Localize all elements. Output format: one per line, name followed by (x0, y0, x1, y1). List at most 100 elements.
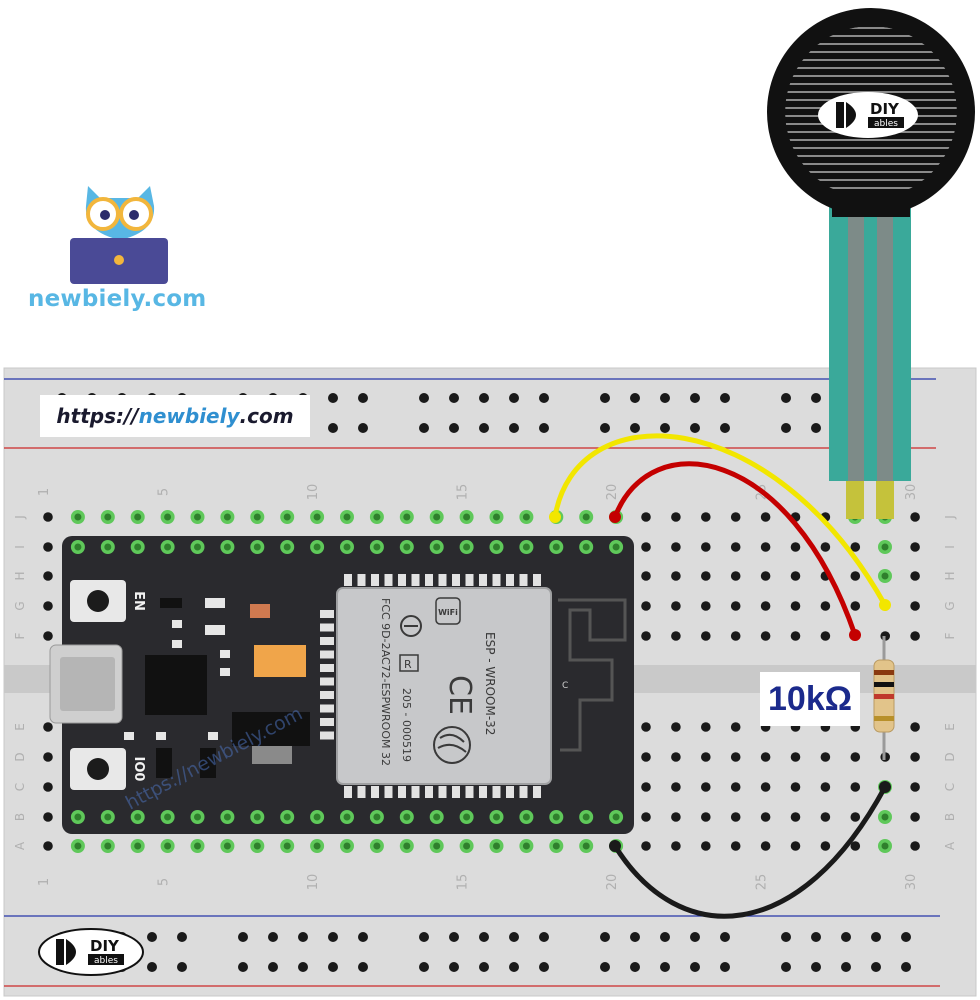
breadboard-hole (43, 512, 53, 522)
column-number: 30 (904, 874, 919, 891)
breadboard-hole (760, 752, 771, 762)
rail-hole (720, 932, 730, 942)
force-sensor: DIY ables (767, 8, 975, 519)
module-pad (492, 574, 501, 586)
module-pad (425, 786, 433, 798)
rail-hole (177, 932, 187, 942)
breadboard-hole (671, 722, 681, 732)
module-pads (320, 574, 541, 798)
breadboard-hole (850, 812, 861, 822)
breadboard-hole (701, 782, 711, 792)
rail-hole (660, 932, 670, 942)
site-url[interactable]: https://newbiely.com (40, 395, 310, 437)
rail-hole (871, 932, 881, 942)
rail-hole (419, 962, 429, 972)
rail-hole (509, 423, 519, 433)
rail-hole (781, 423, 791, 433)
breadboard-hole (641, 512, 651, 522)
breadboard-hole (730, 722, 741, 732)
wire-signal-yellow (552, 433, 888, 608)
diy-logo-sub: ables (874, 119, 898, 129)
module-pad (533, 574, 541, 586)
breadboard-hole (820, 752, 831, 762)
column-number: 10 (306, 874, 321, 891)
voltage-regulator (232, 712, 310, 746)
module-pad (384, 786, 393, 798)
r-mark-text: R (404, 658, 412, 671)
row-letter: H (13, 571, 27, 580)
resistor-band-3 (874, 694, 894, 699)
breadboard-hole (790, 601, 801, 611)
module-pad (479, 574, 487, 586)
row-letter: C (13, 783, 27, 791)
module-pad (320, 650, 334, 659)
module-pad (479, 786, 487, 798)
rail-hole (479, 423, 489, 433)
breadboard-hole (790, 542, 801, 552)
row-letter: A (943, 841, 957, 850)
row-letter: B (13, 813, 27, 821)
breadboard-hole (671, 631, 681, 641)
breadboard-hole (790, 782, 801, 792)
rail-hole (238, 932, 248, 942)
en-button[interactable] (87, 590, 109, 612)
rail-hole (781, 393, 791, 403)
rail-hole (539, 423, 549, 433)
breadboard-hole (641, 812, 651, 822)
cert-number-text: 205 - 000519 (400, 688, 413, 762)
resistor-value-label: 10kΩ (760, 672, 860, 726)
module-pad (320, 610, 334, 618)
module-pad (320, 637, 334, 645)
breadboard-hole (671, 542, 681, 552)
breadboard-hole (910, 722, 920, 732)
breadboard-hole (820, 841, 831, 851)
rail-hole (328, 423, 338, 433)
module-pad (371, 786, 379, 798)
module-pad (465, 786, 474, 798)
breadboard-hole (760, 542, 771, 552)
module-pad (344, 786, 352, 798)
module-pad (357, 786, 366, 798)
breadboard-hole (43, 812, 53, 822)
breadboard-hole (701, 841, 711, 851)
breadboard-hole (641, 752, 651, 762)
rail-hole (419, 393, 429, 403)
wire-power-red (612, 461, 858, 638)
breadboard-hole (910, 752, 920, 762)
rail-hole (720, 393, 730, 403)
breadboard-hole (850, 571, 861, 581)
diy-logo-bottom: DIY ables (38, 928, 144, 976)
wire-endpoints (549, 511, 891, 852)
breadboard-hole (641, 722, 651, 732)
row-letter: J (943, 515, 957, 520)
breadboard-hole (910, 571, 920, 581)
rail-hole (358, 962, 368, 972)
column-number: 15 (456, 874, 471, 891)
rail-hole (328, 393, 338, 403)
espressif-logo-icon (433, 726, 471, 764)
esp32-board: EN IO0 C FCC 9D-2AC72-ESPWROOM 32 (49, 510, 892, 853)
pcb-antenna: C (558, 598, 627, 752)
resistor (873, 636, 895, 760)
breadboard-hole (760, 782, 771, 792)
breadboard-hole (701, 601, 711, 611)
rail-hole (328, 962, 338, 972)
rail-hole (147, 962, 157, 972)
rail-hole (298, 962, 308, 972)
io0-button[interactable] (87, 758, 109, 780)
rail-hole (660, 423, 670, 433)
rail-hole (539, 962, 549, 972)
ce-mark: CE (442, 675, 477, 715)
rail-hole (690, 962, 700, 972)
breadboard-hole (671, 512, 681, 522)
breadboard-hole (671, 752, 681, 762)
breadboard-hole (760, 841, 771, 851)
module-pad (452, 786, 460, 798)
module-name-text: ESP - WROOM-32 (483, 632, 497, 735)
breadboard-hole (43, 782, 53, 792)
rail-hole (177, 962, 187, 972)
row-letter: D (13, 752, 27, 761)
rail-hole (449, 932, 459, 942)
